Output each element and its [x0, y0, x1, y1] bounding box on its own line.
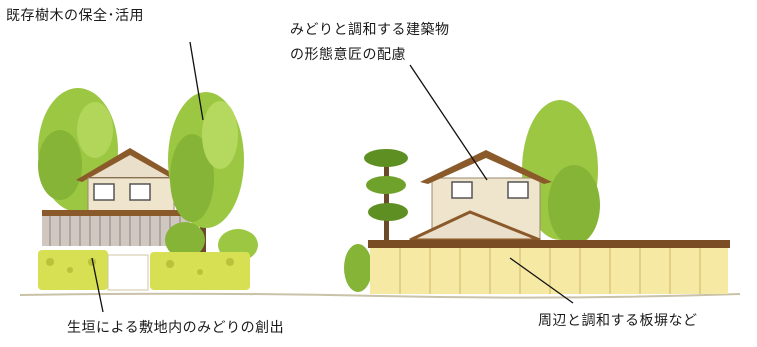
leader-fence [509, 257, 574, 304]
hedge-left [38, 250, 250, 291]
ground-line [19, 292, 741, 299]
shrub-right [344, 244, 372, 292]
leader-trees [189, 41, 204, 121]
tree-pine [364, 149, 408, 240]
label-architecture-line2: の形態意匠の配慮 [290, 47, 406, 63]
label-hedge: 生垣による敷地内のみどりの創出 [67, 320, 285, 336]
label-existing-trees: 既存樹木の保全･活用 [6, 8, 144, 24]
shrub-left-1 [165, 222, 205, 258]
tree-right-back [522, 100, 600, 245]
house-left [42, 148, 190, 246]
label-fence: 周辺と調和する板塀など [538, 313, 698, 329]
leader-hedge [91, 257, 104, 313]
tree-left-tall [168, 92, 244, 255]
label-architecture-line1: みどりと調和する建築物 [290, 22, 450, 38]
house-right [409, 150, 552, 242]
leader-architecture [409, 64, 488, 181]
